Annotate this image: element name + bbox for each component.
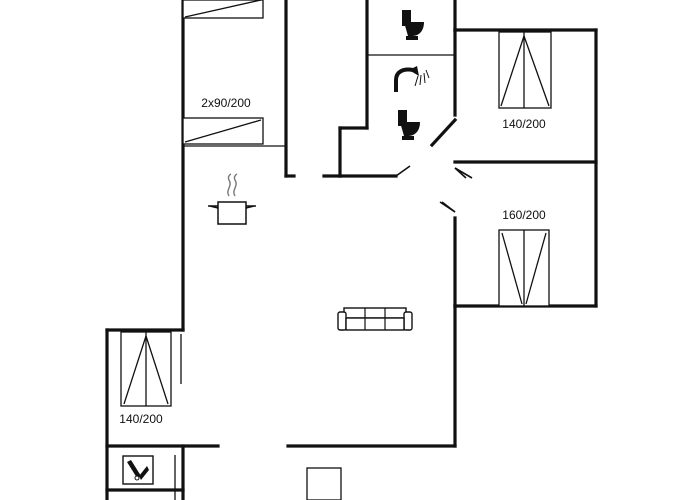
shower-icon bbox=[394, 66, 430, 92]
bed-size-label: 160/200 bbox=[502, 208, 546, 222]
entrance-step bbox=[306, 467, 342, 500]
bed-size-label: 140/200 bbox=[502, 117, 546, 131]
toilet-icon bbox=[402, 10, 424, 40]
bed-lower-left bbox=[120, 331, 172, 407]
bed-size-label: 140/200 bbox=[119, 412, 163, 426]
bed-mid-right bbox=[498, 229, 550, 307]
toilet-icon bbox=[398, 110, 420, 140]
cooking-pot-icon bbox=[208, 173, 256, 225]
bed-upper-left bbox=[182, 0, 264, 19]
partition-lines bbox=[174, 54, 455, 500]
bed-size-label: 2x90/200 bbox=[201, 96, 251, 110]
doors bbox=[395, 135, 473, 213]
bed-upper-right bbox=[498, 31, 552, 109]
walls bbox=[105, 0, 598, 500]
bed-upper-left-2 bbox=[182, 117, 264, 145]
sofa-icon bbox=[337, 307, 413, 331]
washing-machine-icon bbox=[122, 455, 154, 485]
